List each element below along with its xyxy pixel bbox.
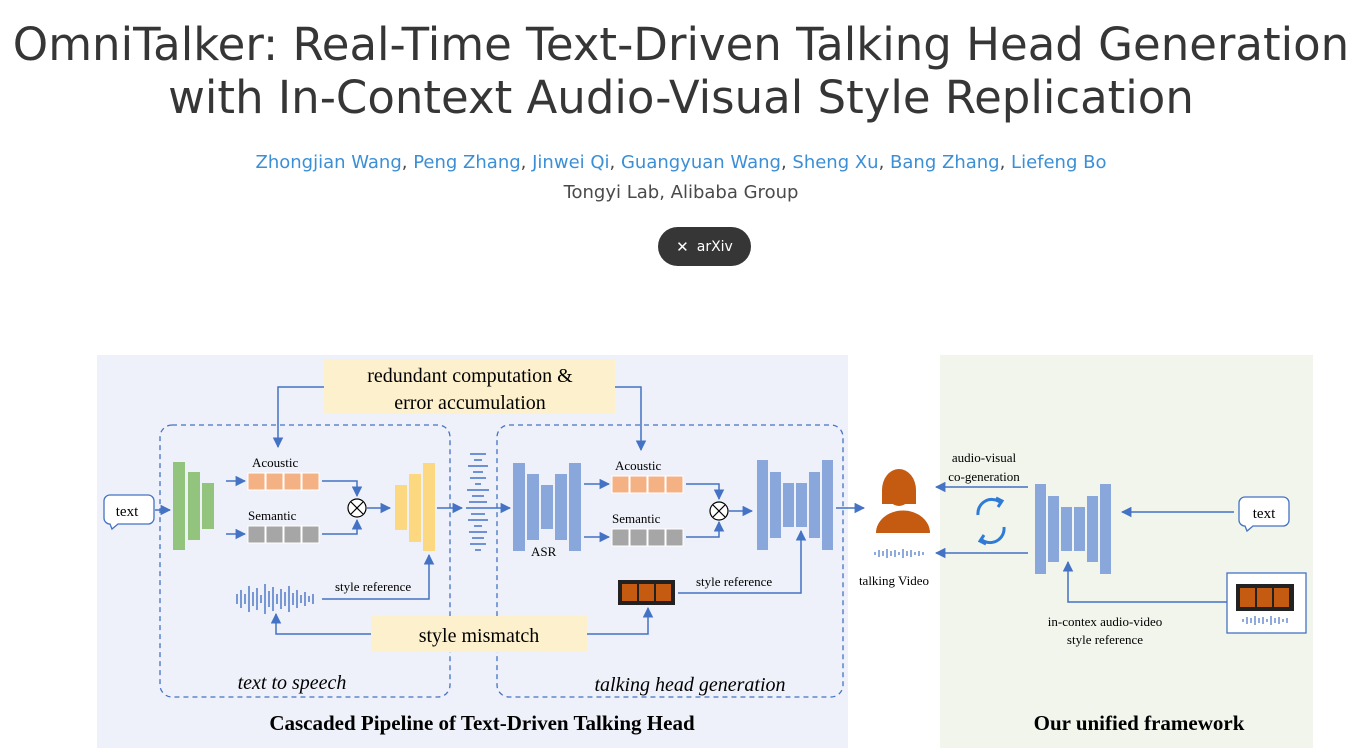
- author-list: Zhongjian Wang, Peng Zhang, Jinwei Qi, G…: [255, 152, 1107, 173]
- unified-bar: [1061, 507, 1072, 551]
- talking-video-label: talking Video: [859, 573, 929, 588]
- arxiv-button[interactable]: ✕ arXiv: [658, 227, 751, 266]
- encoder-bar: [202, 483, 214, 529]
- arrow: [587, 606, 654, 635]
- unified-panel: [940, 355, 1313, 748]
- author-link[interactable]: Liefeng Bo: [1011, 152, 1107, 173]
- title-line-1: OmniTalker: Real-Time Text-Driven Talkin…: [12, 18, 1350, 71]
- generator-bar: [757, 460, 768, 550]
- semantic-label-right: Semantic: [612, 511, 661, 526]
- redundant-arrow-right: [615, 386, 647, 452]
- unified-bar: [1087, 496, 1098, 562]
- thg-label: talking head generation: [594, 674, 785, 696]
- author-link[interactable]: Zhongjian Wang: [255, 152, 402, 173]
- decoder-bar: [423, 463, 435, 551]
- av-label-2: co-generation: [948, 469, 1020, 484]
- asr-bar: [527, 474, 539, 540]
- incontext-label-1: in-contex audio-video: [1048, 614, 1162, 629]
- acoustic-label-right: Acoustic: [615, 458, 661, 473]
- generator-bar: [822, 460, 833, 550]
- tts-box: [159, 424, 451, 698]
- text-label-right: text: [1253, 506, 1276, 522]
- encoder-bar: [173, 462, 185, 550]
- text-bubble-right: [1238, 496, 1290, 533]
- av-label-1: audio-visual: [952, 450, 1017, 465]
- arrow: [322, 553, 435, 600]
- encoder-bar: [188, 472, 200, 540]
- text-label-left: text: [116, 504, 139, 520]
- asr-bar: [569, 463, 581, 551]
- redundant-arrow-left: [272, 386, 324, 449]
- asr-bar: [555, 474, 567, 540]
- decoder-bar: [395, 485, 407, 530]
- generator-bar: [809, 472, 820, 538]
- style-waveform-left: [236, 584, 314, 614]
- semantic-tokens-right: [611, 528, 684, 547]
- x-icon: ✕: [676, 237, 689, 256]
- arrow: [322, 480, 363, 498]
- unified-caption: Our unified framework: [1034, 711, 1245, 735]
- cycle-icon: [976, 496, 1006, 546]
- title-line-2: with In-Context Audio-Visual Style Repli…: [168, 71, 1194, 124]
- author-link[interactable]: Peng Zhang: [413, 152, 521, 173]
- redundant-highlight: [324, 359, 615, 414]
- arrow: [322, 518, 363, 535]
- video-waveform: [874, 549, 924, 558]
- generator-bar: [783, 483, 794, 527]
- arxiv-button-label: arXiv: [696, 238, 733, 255]
- author-link[interactable]: Sheng Xu: [792, 152, 879, 173]
- arrow: [1062, 560, 1227, 603]
- speech-waveform: [466, 453, 490, 551]
- arrow: [270, 612, 371, 635]
- acoustic-tokens-right: [611, 475, 684, 494]
- unified-bar: [1074, 507, 1085, 551]
- asr-bar: [541, 485, 553, 529]
- generator-bar: [770, 472, 781, 538]
- semantic-tokens-left: [247, 525, 320, 544]
- thg-box: [496, 424, 844, 698]
- author-link[interactable]: Guangyuan Wang: [620, 152, 781, 173]
- style-reference-label-left: style reference: [335, 579, 411, 594]
- redundant-label-2: error accumulation: [394, 392, 546, 414]
- multiply-icon: [347, 498, 367, 518]
- cascaded-caption: Cascaded Pipeline of Text-Driven Talking…: [269, 711, 695, 735]
- page-title: OmniTalker: Real-Time Text-Driven Talkin…: [0, 18, 1362, 124]
- asr-label: ASR: [531, 544, 557, 559]
- reference-waveform: [1242, 616, 1288, 625]
- film-strip-icon: [618, 580, 675, 605]
- film-strip-icon: [1236, 584, 1294, 611]
- acoustic-label-left: Acoustic: [252, 455, 298, 470]
- semantic-label-left: Semantic: [248, 508, 297, 523]
- unified-bar: [1035, 484, 1046, 574]
- asr-bar: [513, 463, 525, 551]
- unified-bar: [1048, 496, 1059, 562]
- arrow: [678, 529, 807, 594]
- author-link[interactable]: Bang Zhang: [890, 152, 1000, 173]
- arrow: [686, 520, 725, 538]
- acoustic-tokens-left: [247, 472, 320, 491]
- multiply-icon: [709, 501, 729, 521]
- decoder-bar: [409, 474, 421, 542]
- style-mismatch-highlight: [371, 616, 587, 652]
- redundant-label-1: redundant computation &: [367, 365, 573, 387]
- cascaded-panel: [97, 355, 848, 748]
- author-link[interactable]: Jinwei Qi: [532, 152, 610, 173]
- unified-bar: [1100, 484, 1111, 574]
- avatar-icon: [876, 469, 930, 533]
- arrow: [686, 483, 725, 501]
- tts-label: text to speech: [238, 672, 347, 694]
- text-bubble-left: [103, 494, 155, 531]
- affiliation: Tongyi Lab, Alibaba Group: [563, 182, 799, 203]
- incontext-label-2: style reference: [1067, 632, 1143, 647]
- style-reference-label-right: style reference: [696, 574, 772, 589]
- style-mismatch-label: style mismatch: [419, 625, 540, 647]
- generator-bar: [796, 483, 807, 527]
